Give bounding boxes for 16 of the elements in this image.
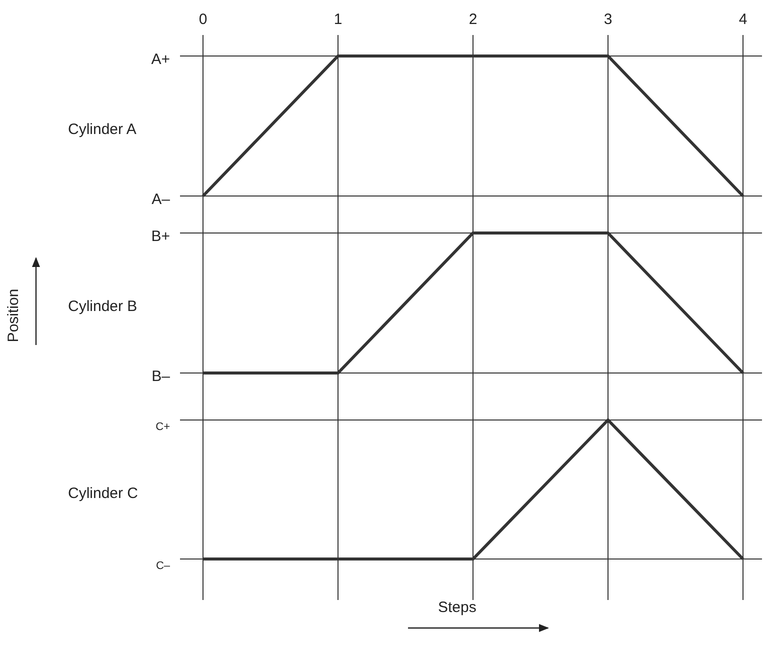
axis-label: Steps (438, 599, 476, 616)
tick-label: 0 (198, 11, 208, 28)
position-label: B+ (151, 228, 170, 245)
tick-label: 4 (738, 11, 748, 28)
position-label: C– (156, 560, 170, 572)
position-label: B– (152, 368, 170, 385)
position-label: A+ (151, 51, 170, 68)
position-label: C+ (156, 421, 170, 433)
tick-label: 3 (604, 11, 612, 28)
tick-label: 1 (334, 11, 342, 28)
position-label: A– (152, 191, 170, 208)
cylinder-label: Cylinder A (68, 121, 136, 138)
tick-label: 2 (468, 11, 478, 28)
axis-label: Position (6, 288, 22, 342)
cylinder-label: Cylinder B (68, 298, 138, 315)
cylinder-label: Cylinder C (68, 485, 138, 502)
